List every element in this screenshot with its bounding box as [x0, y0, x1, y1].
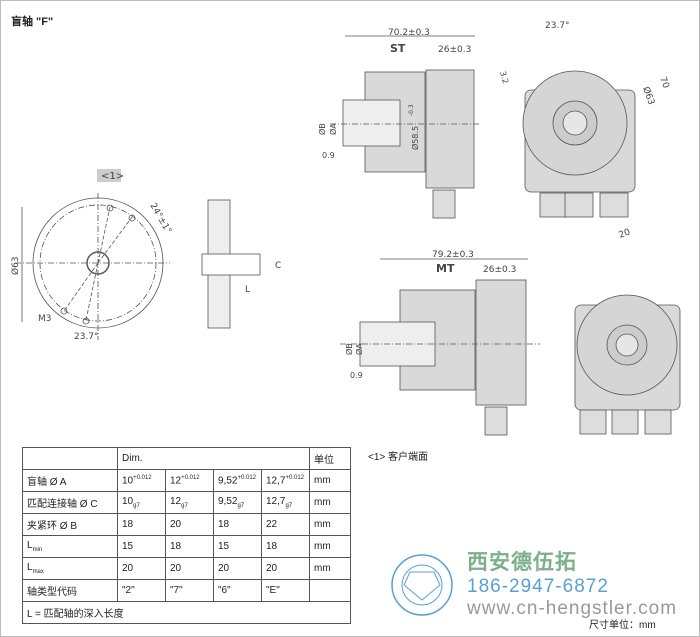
header-dim: Dim. [117, 447, 310, 470]
st-a-label: ØA [328, 123, 338, 135]
st-front-angle: 23.7° [545, 21, 570, 31]
flange-diameter: Ø63 [10, 256, 21, 275]
st-front-d70: 70 [657, 76, 670, 90]
flange-angle-top: 24°±1° [147, 202, 173, 236]
table-row: 匹配连接轴 Ø C 10g7 12g7 9,52g7 12,7g7 mm [22, 491, 351, 514]
st-diameter: Ø58.5 [410, 126, 420, 150]
mt-label: MT [436, 262, 455, 275]
flange-angle-bottom: 23.7° [74, 332, 99, 342]
page-title: 盲轴 "F" [11, 16, 54, 28]
st-b-label: ØB [317, 123, 327, 135]
watermark-logo [391, 554, 453, 616]
st-front-d63: Ø63 [640, 85, 657, 106]
shaft-c-label: C [275, 261, 281, 271]
st-housing: 26±0.3 [438, 45, 471, 55]
st-side-view: 70.2±0.3 ST 26±0.3 ØB ØA 0.9 Ø58.5 -0.3 [317, 28, 480, 219]
st-front-view: 23.7° 3.2 70 Ø63 20 [498, 21, 671, 241]
st-length: 70.2±0.3 [388, 28, 430, 38]
shaft-l-label: L [245, 285, 250, 295]
flange-view: <1> Ø63 24°±1° M3 23.7° C L [10, 169, 281, 342]
mt-gap: 0.9 [350, 371, 363, 380]
table-header: Dim. 单位 [22, 447, 351, 470]
mt-b-label: ØB [344, 343, 354, 355]
mt-length: 79.2±0.3 [432, 250, 474, 260]
table-row: 盲轴 Ø A 10+0.012 12+0.012 9,52+0.012 12,7… [22, 469, 351, 492]
flange-label: <1> [101, 171, 124, 182]
st-diameter-tolerance: -0.3 [408, 104, 415, 116]
watermark-company: 西安德伍拓 [467, 551, 577, 574]
mt-front-view [574, 294, 681, 435]
st-label: ST [390, 42, 406, 55]
watermark-website: www.cn-hengstler.com [467, 598, 678, 619]
dimension-table: Dim. 单位 盲轴 Ø A 10+0.012 12+0.012 9,52+0.… [22, 447, 351, 624]
mt-housing: 26±0.3 [483, 265, 516, 275]
mt-a-label: ØA [354, 343, 364, 355]
st-front-d20: 20 [618, 227, 632, 240]
header-unit: 单位 [309, 447, 351, 470]
customer-face-note: <1> 客户端面 [368, 452, 429, 463]
st-front-d32: 3.2 [498, 70, 510, 85]
units-note: 尺寸单位：mm [589, 620, 656, 631]
watermark-phone: 186-2947-6872 [467, 576, 609, 597]
table-footnote: L = 匹配轴的深入长度 [22, 601, 351, 624]
table-row: 轴类型代码 "2""7" "6""E" [22, 579, 351, 602]
st-gap: 0.9 [322, 151, 335, 160]
mt-side-view: 79.2±0.3 MT 26±0.3 ØB ØA 0.9 [340, 250, 540, 436]
flange-thread: M3 [38, 314, 52, 324]
